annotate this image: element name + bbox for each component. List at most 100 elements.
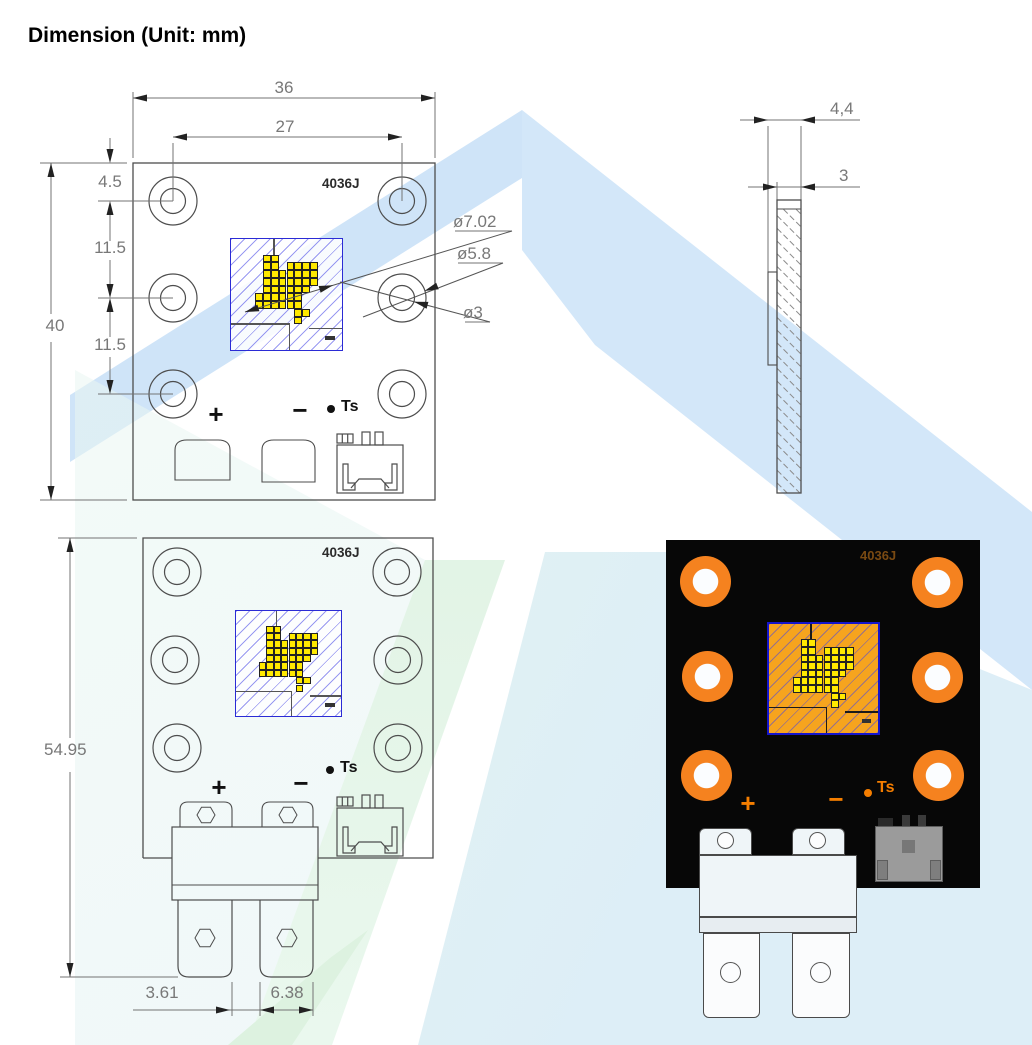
led-die bbox=[294, 277, 303, 286]
mounting-pad bbox=[680, 556, 731, 607]
led-die bbox=[270, 285, 279, 294]
led-die bbox=[808, 654, 816, 663]
led-die bbox=[831, 662, 839, 670]
led-die bbox=[295, 684, 304, 692]
led-die bbox=[309, 277, 318, 286]
led-die bbox=[815, 677, 824, 686]
led-die bbox=[270, 254, 279, 263]
led-die bbox=[846, 654, 854, 663]
mounting-pad bbox=[913, 750, 964, 801]
led-die bbox=[294, 285, 303, 294]
led-die bbox=[278, 301, 287, 309]
led-die bbox=[838, 662, 847, 670]
led-die bbox=[800, 669, 809, 678]
led-die bbox=[309, 262, 318, 271]
led-die bbox=[823, 685, 832, 693]
led-die bbox=[815, 654, 824, 663]
led-die bbox=[295, 633, 304, 641]
led-die bbox=[266, 640, 274, 648]
led-die bbox=[273, 647, 282, 656]
led-die bbox=[846, 662, 854, 670]
connector-notch bbox=[877, 860, 888, 880]
led-die bbox=[846, 646, 854, 655]
led-die bbox=[286, 285, 295, 294]
led-die bbox=[286, 293, 295, 302]
led-die bbox=[288, 655, 296, 663]
led-die bbox=[823, 646, 832, 655]
led-die bbox=[831, 685, 839, 693]
led-die bbox=[808, 669, 816, 678]
led-die bbox=[273, 633, 282, 641]
led-die bbox=[281, 655, 289, 663]
led-die bbox=[266, 625, 274, 634]
led-die bbox=[281, 662, 289, 670]
led-die bbox=[263, 270, 271, 278]
led-die bbox=[800, 662, 809, 670]
led-die bbox=[309, 270, 318, 278]
led-die bbox=[800, 639, 809, 647]
led-die bbox=[294, 316, 303, 325]
led-die bbox=[800, 685, 809, 693]
led-die-grid bbox=[231, 239, 342, 350]
led-die bbox=[278, 293, 287, 302]
led-die bbox=[278, 277, 287, 286]
led-die bbox=[281, 640, 289, 648]
led-die bbox=[266, 633, 274, 641]
led-die bbox=[288, 669, 296, 678]
led-die bbox=[302, 277, 310, 286]
led-die bbox=[294, 301, 303, 309]
led-die bbox=[302, 262, 310, 271]
led-die bbox=[303, 647, 311, 656]
led-die bbox=[266, 647, 274, 656]
led-die bbox=[831, 669, 839, 678]
led-die bbox=[263, 293, 271, 302]
led-die bbox=[270, 262, 279, 271]
led-die bbox=[295, 677, 304, 685]
led-die bbox=[270, 301, 279, 309]
led-die bbox=[266, 655, 274, 663]
led-die bbox=[823, 677, 832, 686]
rendered-emitter-area bbox=[767, 622, 880, 735]
connector-cavity bbox=[902, 840, 915, 853]
led-die bbox=[273, 662, 282, 670]
led-die bbox=[286, 301, 295, 309]
blade-hole bbox=[720, 962, 741, 983]
led-die bbox=[808, 639, 816, 647]
led-die bbox=[288, 662, 296, 670]
tab-hole bbox=[717, 832, 734, 849]
led-die bbox=[273, 625, 282, 634]
blade-hole bbox=[810, 962, 831, 983]
led-die bbox=[294, 262, 303, 271]
led-die bbox=[302, 285, 310, 294]
led-die bbox=[838, 654, 847, 663]
led-die bbox=[255, 293, 264, 302]
led-die bbox=[295, 640, 304, 648]
mounting-pad bbox=[912, 652, 963, 703]
led-die bbox=[273, 669, 282, 678]
led-die bbox=[255, 301, 264, 309]
led-die bbox=[281, 669, 289, 678]
led-die bbox=[259, 669, 267, 678]
led-die bbox=[815, 685, 824, 693]
led-die bbox=[273, 655, 282, 663]
connector-housing bbox=[699, 855, 857, 917]
led-die bbox=[263, 301, 271, 309]
led-die bbox=[288, 640, 296, 648]
led-die bbox=[295, 655, 304, 663]
led-die bbox=[831, 654, 839, 663]
led-die bbox=[294, 308, 303, 317]
led-die bbox=[270, 277, 279, 286]
led-die bbox=[808, 662, 816, 670]
led-die bbox=[823, 654, 832, 663]
led-die bbox=[310, 647, 318, 656]
led-die bbox=[295, 647, 304, 656]
led-die bbox=[266, 669, 274, 678]
mounting-pad bbox=[682, 651, 733, 702]
led-die bbox=[263, 254, 271, 263]
led-die-grid bbox=[236, 611, 341, 716]
led-die bbox=[286, 262, 295, 271]
led-die bbox=[273, 640, 282, 648]
front-view-emitter-area bbox=[230, 238, 343, 351]
led-die bbox=[288, 633, 296, 641]
